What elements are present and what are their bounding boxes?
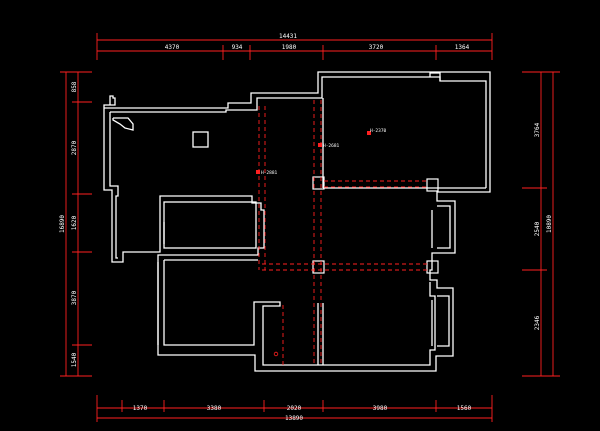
level-marker-1 bbox=[256, 170, 260, 174]
left-segment-2-text: 2870 bbox=[71, 140, 78, 155]
bottom-segment-2-text: 3380 bbox=[207, 405, 222, 412]
top-dimension-chain: 14431 4370 934 1980 3720 1364 bbox=[96, 33, 493, 60]
small-red-marker bbox=[273, 351, 279, 357]
living-room-inner-walls bbox=[109, 112, 119, 259]
bottom-segment-1-text: 1370 bbox=[133, 405, 148, 412]
right-bay-window-lower bbox=[437, 295, 450, 347]
level-marker-3 bbox=[367, 131, 371, 135]
top-segment-1-text: 4370 bbox=[165, 44, 180, 51]
bottom-segment-3-text: 2020 bbox=[287, 405, 302, 412]
top-right-room-walls bbox=[429, 72, 441, 81]
right-segment-3-text: 2346 bbox=[534, 315, 541, 330]
level-tags: H-2881 H-2681 H-2370 bbox=[256, 128, 387, 357]
level-tag-1: H-2881 bbox=[261, 170, 278, 176]
right-overall-dim-text: 10890 bbox=[546, 215, 553, 233]
walls bbox=[103, 71, 491, 372]
top-segment-4-text: 3720 bbox=[369, 44, 384, 51]
top-segment-5-text: 1364 bbox=[455, 44, 470, 51]
top-overall-dim-text: 14431 bbox=[279, 33, 297, 40]
right-segment-1-text: 3764 bbox=[534, 122, 541, 137]
right-dimension-chain: 3764 2540 2346 10890 bbox=[522, 71, 560, 377]
structural-columns bbox=[312, 176, 439, 274]
column-1 bbox=[312, 176, 325, 190]
ceiling-beams bbox=[258, 100, 428, 365]
left-segment-3-text: 1620 bbox=[71, 215, 78, 230]
outer-wall-inner-line bbox=[110, 76, 487, 188]
middle-room-outline bbox=[163, 201, 257, 249]
bottom-segment-4-text: 3980 bbox=[373, 405, 388, 412]
left-dimension-chain: 858 2870 1620 3870 1540 16890 bbox=[59, 71, 92, 377]
bottom-left-room-walls bbox=[163, 260, 436, 366]
left-segment-5-text: 1540 bbox=[71, 352, 78, 367]
top-segment-2-text: 934 bbox=[232, 44, 243, 51]
top-segment-3-text: 1980 bbox=[282, 44, 297, 51]
bottom-dimension-chain: 1370 3380 2020 3980 1560 13890 bbox=[96, 395, 493, 422]
left-overall-dim-text: 16890 bbox=[59, 215, 66, 233]
central-column-box bbox=[192, 131, 209, 148]
corner-fixture bbox=[112, 117, 134, 131]
column-4 bbox=[426, 260, 439, 274]
level-tag-2: H-2681 bbox=[323, 143, 340, 149]
column-2 bbox=[426, 178, 439, 192]
level-marker-2 bbox=[318, 143, 322, 147]
right-segment-2-text: 2540 bbox=[534, 221, 541, 236]
level-tag-3: H-2370 bbox=[370, 128, 387, 134]
left-segment-1-text: 858 bbox=[71, 81, 78, 92]
bottom-overall-dim-text: 13890 bbox=[285, 415, 303, 422]
bottom-segment-5-text: 1560 bbox=[457, 405, 472, 412]
left-segment-4-text: 3870 bbox=[71, 290, 78, 305]
right-bay-window-upper bbox=[437, 205, 451, 249]
outer-wall-outline bbox=[103, 71, 491, 372]
column-3 bbox=[312, 260, 325, 274]
